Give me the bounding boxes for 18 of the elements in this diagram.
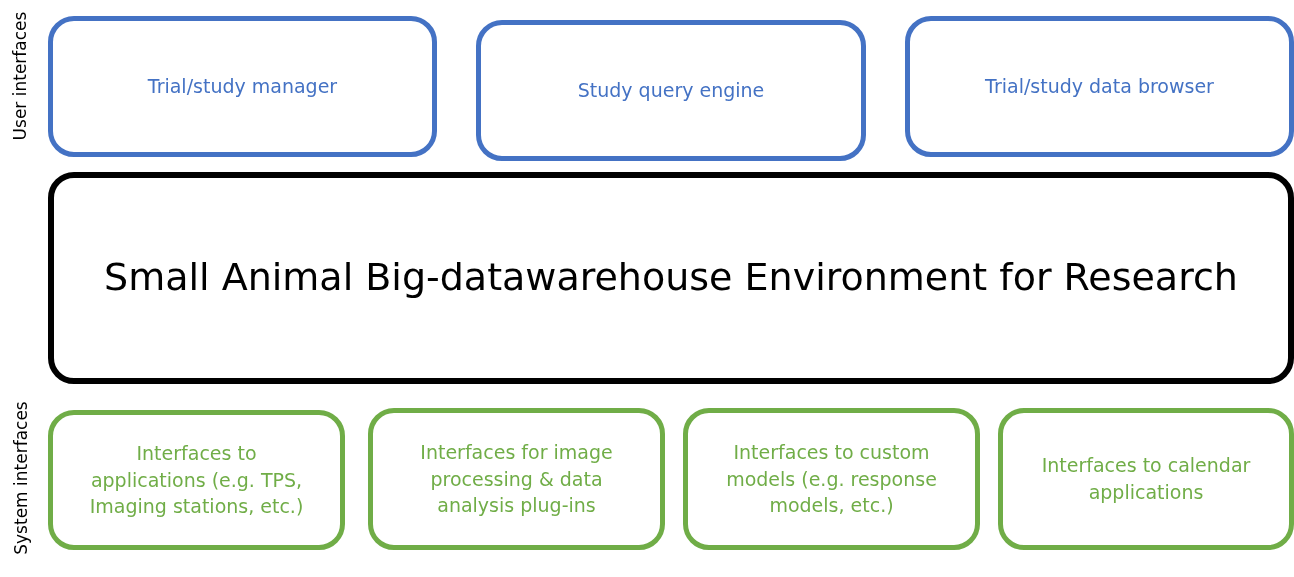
interface-label: Study query engine bbox=[577, 78, 765, 104]
system-title: Small Animal Big-datawarehouse Environment for Research bbox=[104, 254, 1238, 302]
system-interface-box bbox=[368, 408, 665, 550]
interface-label: Interfaces to applications (e.g. TPS, Imaging stations, etc.) bbox=[88, 441, 305, 520]
interface-label: Trial/study data browser bbox=[985, 74, 1214, 100]
system-interface-box bbox=[48, 410, 345, 550]
user-interface-box bbox=[48, 16, 437, 157]
system-interface-box bbox=[683, 408, 980, 550]
core-system-box bbox=[48, 172, 1294, 384]
layer-label: User interfaces bbox=[9, 11, 30, 141]
layer-label: System interfaces bbox=[10, 401, 31, 555]
interface-label: Interfaces to custom models (e.g. response models, etc.) bbox=[725, 440, 938, 519]
interface-label: Interfaces to calendar applications bbox=[1040, 453, 1252, 505]
user-interface-box bbox=[905, 16, 1294, 157]
interface-label: Trial/study manager bbox=[147, 74, 338, 100]
system-interface-box bbox=[998, 408, 1294, 550]
interface-label: Interfaces for image processing & data analysis plug-ins bbox=[419, 440, 614, 519]
user-interface-box bbox=[476, 20, 866, 161]
